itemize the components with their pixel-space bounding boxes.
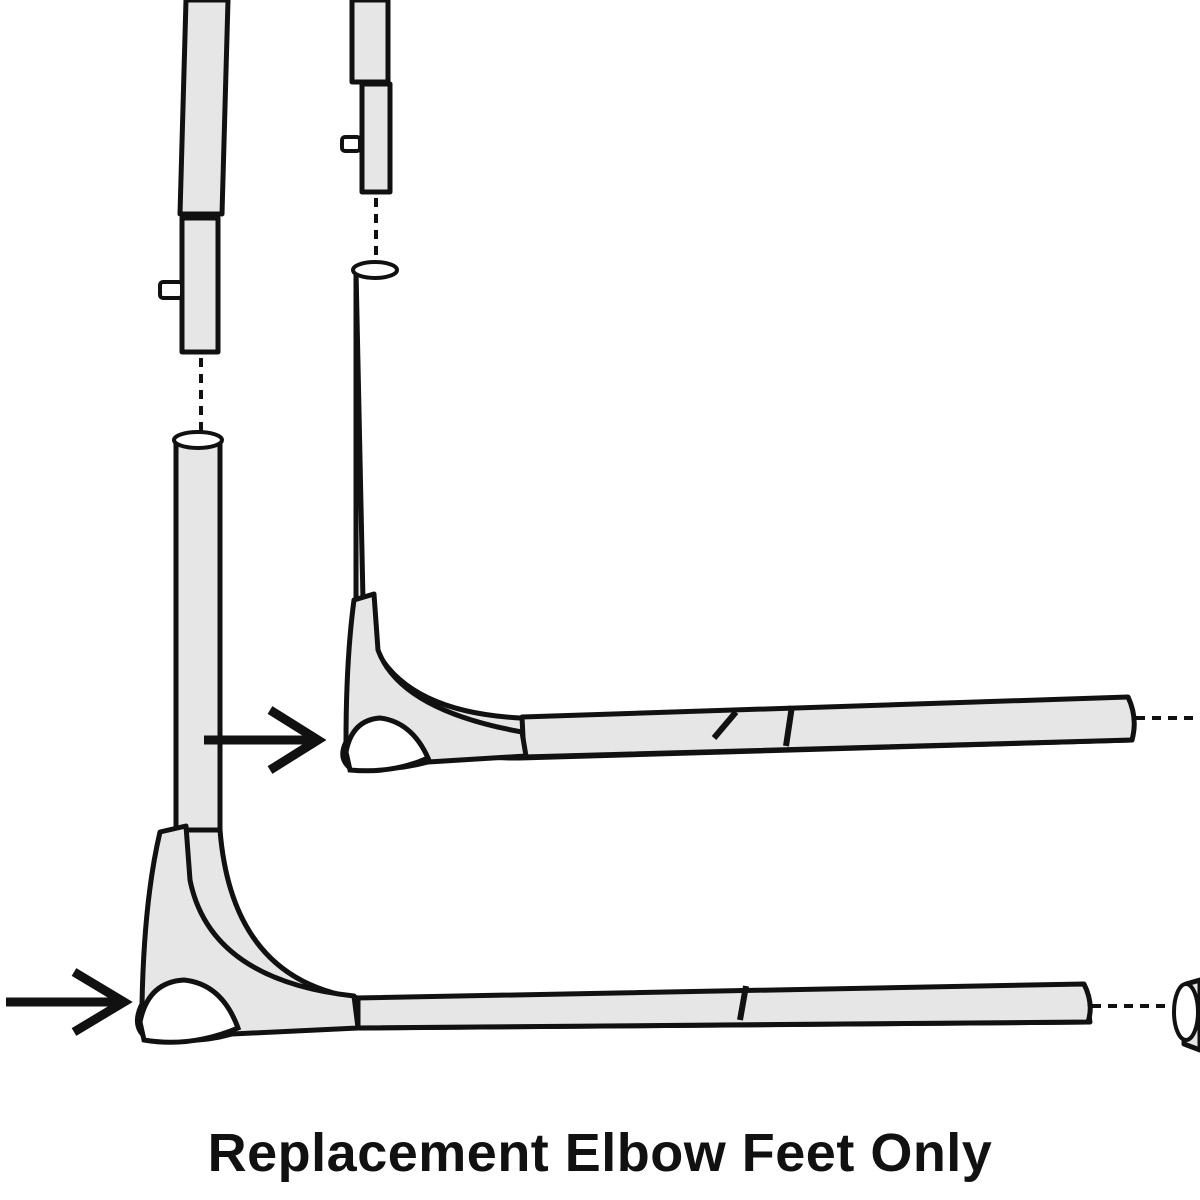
back-joint-mark-1: [711, 710, 739, 740]
diagram-caption: Replacement Elbow Feet Only: [207, 1123, 993, 1183]
back-joint-mark-2: [783, 705, 795, 747]
back-horizontal-pipe: [519, 694, 1137, 760]
arrow-right-icon: [204, 706, 327, 774]
front-pipe-top-opening: [172, 430, 224, 450]
back-upper-pole-insert: [359, 81, 393, 195]
back-leg-assembly: [340, 0, 1200, 774]
front-push-pin: [158, 280, 184, 300]
front-upper-pole-insert: [179, 215, 221, 355]
front-foot-pad: [137, 977, 242, 1045]
front-horizontal-pipe: [353, 981, 1093, 1031]
front-vertical-pipe: [173, 437, 223, 833]
front-upper-pole: [177, 0, 231, 217]
front-side-connector-opening: [1172, 982, 1200, 1042]
front-foot-arrow: [6, 968, 133, 1036]
front-joint-mark: [737, 985, 749, 1021]
back-foot-pad: [343, 715, 432, 774]
back-foot-arrow: [204, 706, 327, 774]
back-elbow-pipe: [352, 267, 1135, 761]
arrow-right-icon: [6, 968, 133, 1036]
front-leg-assembly: [135, 0, 1200, 1053]
back-upper-pole: [349, 0, 391, 85]
back-pipe-top-opening: [351, 260, 399, 280]
back-push-pin: [340, 135, 362, 153]
